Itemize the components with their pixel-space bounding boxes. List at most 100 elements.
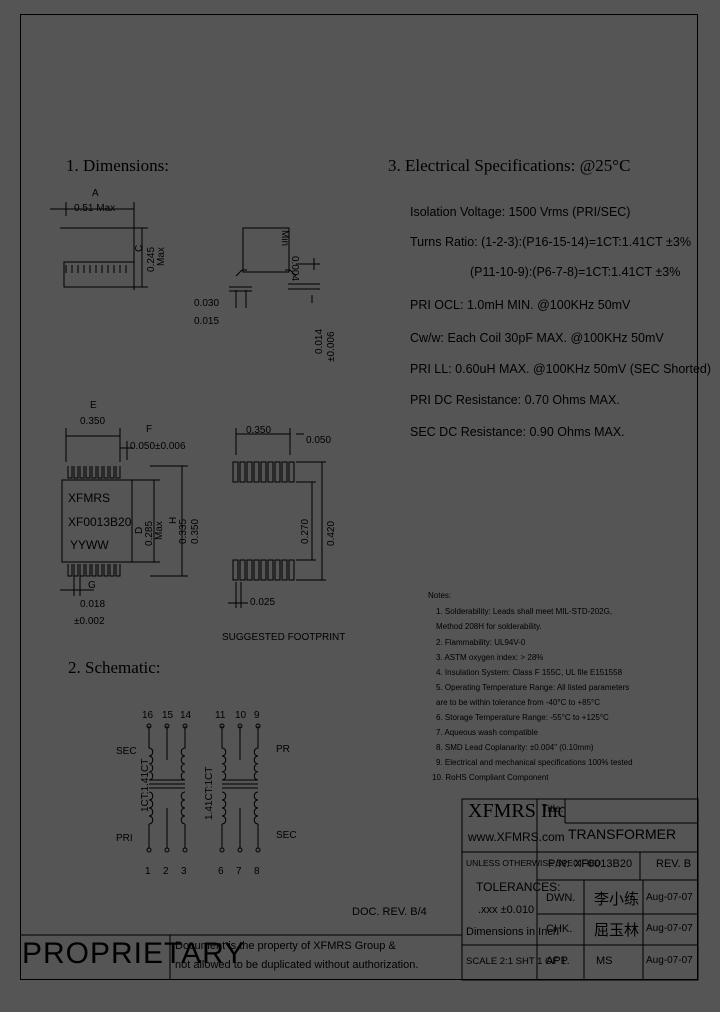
note-6: 6. Storage Temperature Range: -55°C to +… [436,713,609,722]
pin-10: 10 [235,710,247,721]
end-view-drawing [229,227,320,308]
note-10: 10. RoHS Compliant Component [432,773,549,782]
note-8: 8. SMD Lead Coplanarity: ±0.004" (0.10mm… [436,743,594,752]
sec-left-label: SEC [116,746,137,757]
dimensions-unit: Dimensions in Inch [466,926,559,938]
app-date: Aug-07-07 [646,955,693,966]
schematic-title: 2. Schematic: [68,658,161,677]
pin-6: 6 [218,866,224,877]
dimensions-title: 1. Dimensions: [66,156,169,175]
spec-turns-1: Turns Ratio: (1-2-3):(P16-15-14)=1CT:1.4… [410,235,691,249]
pin-16: 16 [142,710,154,721]
pn-value: XF0013B20 [574,858,633,870]
dim-g-tol: ±0.002 [74,616,105,627]
pin-1: 1 [145,866,151,877]
dim-lead-a: 0.030 [194,298,220,309]
note-2: 2. Flammability: UL94V-0 [436,638,526,647]
chk-signature: 屈玉林 [594,921,640,939]
dim-e-value: 0.350 [80,416,106,427]
note-1a: 1. Solderability: Leads shall meet MIL-S… [436,607,613,616]
spec-ocl: PRI OCL: 1.0mH MIN. @100KHz 50mV [410,298,631,312]
proprietary-word: PROPRIETARY [22,937,246,970]
dim-h-a: 0.335 [178,518,189,544]
note-5a: 5. Operating Temperature Range: All list… [436,683,630,692]
side-view-leads [65,265,127,273]
dim-a-label: A [92,188,99,199]
dim-lead-c: 0.014 [314,328,325,354]
app-name: MS [596,955,613,967]
dwn-label: DWN. [546,892,576,904]
dim-lead-d: ±0.006 [326,331,337,362]
dim-c-label: C [134,244,145,252]
dim-g-value: 0.018 [80,599,106,610]
proprietary-line-1: Document is the property of XFMRS Group … [175,940,396,952]
note-1b: Method 208H for solderability. [436,622,542,631]
tolerances-label: TOLERANCES: [476,880,561,894]
schematic-drawing [146,723,261,853]
pin-8: 8 [254,866,260,877]
fp-width: 0.025 [250,597,276,608]
dim-h-b: 0.350 [190,518,201,544]
unless-specified: UNLESS OTHERWISE SPECIFIED [466,858,601,868]
tolerance-value: .xxx ±0.010 [478,904,535,916]
pin-14: 14 [180,710,192,721]
pin-7: 7 [236,866,242,877]
dim-min-height: 0.004 [289,256,300,282]
dim-e-label: E [90,400,97,411]
app-label: APP. [546,955,570,967]
dim-f-label: F [146,424,153,435]
pr-right-label: PR [276,744,290,755]
footprint-drawing [228,428,326,608]
note-9: 9. Electrical and mechanical specificati… [436,758,633,767]
pin-3: 3 [181,866,187,877]
dim-min-label: Min [279,230,290,247]
dwn-date: Aug-07-07 [646,892,693,903]
pin-9: 9 [254,710,260,721]
pri-left-label: PRI [116,833,133,844]
dim-d-max: Max [154,521,165,540]
spec-turns-2: (P11-10-9):(P6-7-8)=1CT:1.41CT ±3% [470,265,681,279]
dim-c-max: Max [156,247,167,266]
title-value: TRANSFORMER [568,826,677,842]
footprint-caption: SUGGESTED FOOTPRINT [222,632,346,643]
note-5b: are to be within tolerance from -40°C to… [436,698,601,707]
spec-pri-dcr: PRI DC Resistance: 0.70 Ohms MAX. [410,393,620,407]
pin-15: 15 [162,710,174,721]
top-view-drawing [60,428,188,596]
sec-right-label: SEC [276,830,297,841]
spec-sec-dcr: SEC DC Resistance: 0.90 Ohms MAX. [410,425,625,439]
chk-label: CHK. [546,923,573,935]
pin-2: 2 [163,866,169,877]
fp-gap: 0.050 [306,435,332,446]
proprietary-line-2: not allowed to be duplicated without aut… [175,959,419,971]
fp-h1: 0.270 [300,518,311,544]
fp-pitch: 0.350 [246,425,272,436]
ratio-right: 1.41CT:1CT [204,766,215,820]
company-website[interactable]: www.XFMRS.com [468,830,565,844]
electrical-title: 3. Electrical Specifications: @25°C [388,156,631,175]
dim-a-value: 0.51 Max [74,203,116,214]
spec-ll: PRI LL: 0.60uH MAX. @100KHz 50mV (SEC Sh… [410,362,712,376]
drawing-frame [20,14,698,980]
pin-11: 11 [215,710,226,721]
dim-lead-b: 0.015 [194,316,220,327]
side-view-drawing [50,202,148,290]
revision: REV. B [656,858,692,870]
note-7: 7. Aqueous wash compatible [436,728,538,737]
notes-title: Notes: [428,591,452,600]
pn-label: P/N: [548,858,570,870]
spec-cww: Cw/w: Each Coil 30pF MAX. @100KHz 50mV [410,331,664,345]
fp-h2: 0.420 [326,520,337,546]
body-marking-1: XFMRS [68,491,110,505]
body-marking-2: XF0013B20 [68,515,132,529]
title-block-grid [20,798,699,981]
body-marking-3: YYWW [70,538,109,552]
note-4: 4. Insulation System: Class F 155C, UL f… [436,668,623,677]
dim-g-label: G [88,580,96,591]
dim-f-value: 0.050±0.006 [130,441,186,452]
company-name: XFMRS Inc [468,800,567,822]
chk-date: Aug-07-07 [646,923,693,934]
doc-revision: DOC. REV. B/4 [352,906,427,918]
dwn-signature: 李小练 [594,890,640,908]
spec-isolation: Isolation Voltage: 1500 Vrms (PRI/SEC) [410,205,631,219]
